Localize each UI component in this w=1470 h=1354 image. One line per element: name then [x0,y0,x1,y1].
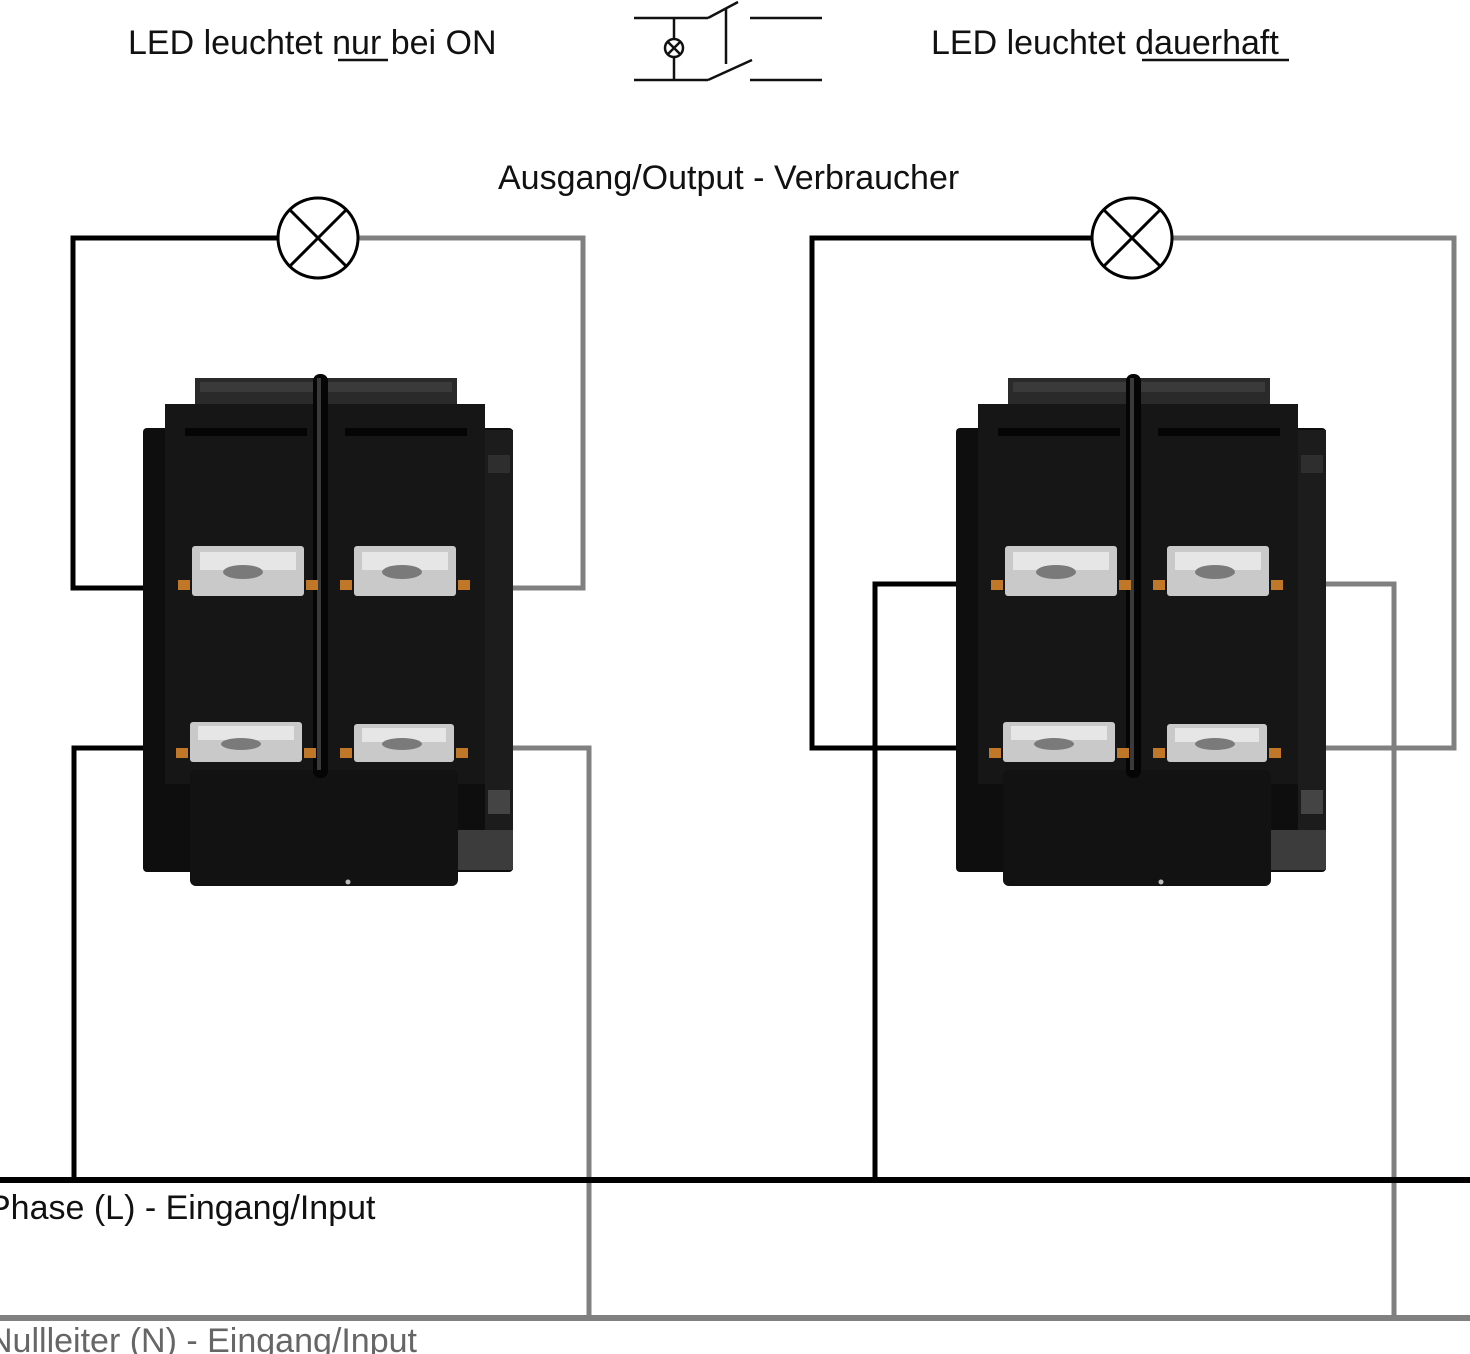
left-phase-output-wire [70,235,278,591]
right-phase-output-wire [809,235,1092,751]
label-phase-input: Phase (L) - Eingang/Input [0,1189,376,1227]
left-phase-input-wire [71,745,150,1180]
label-output-consumer: Ausgang/Output - Verbraucher [498,159,959,197]
label-neutral-input: Nullleiter (N) - Eingang/Input [0,1322,418,1354]
label-led-permanent: LED leuchtet dauerhaft [931,24,1279,62]
label-led-only-on: LED leuchtet nur bei ON [128,24,497,62]
lamp-symbol-icon [276,196,360,280]
rocker-switch-left [143,374,513,886]
left-neutral-output-wire [358,235,586,591]
right-phase-input-wire [872,581,965,1180]
switch-with-led-symbol-icon [634,0,822,82]
rocker-switch-right [956,374,1326,886]
lamp-symbol-icon [1090,196,1174,280]
right-neutral-output-wire [1172,235,1457,751]
